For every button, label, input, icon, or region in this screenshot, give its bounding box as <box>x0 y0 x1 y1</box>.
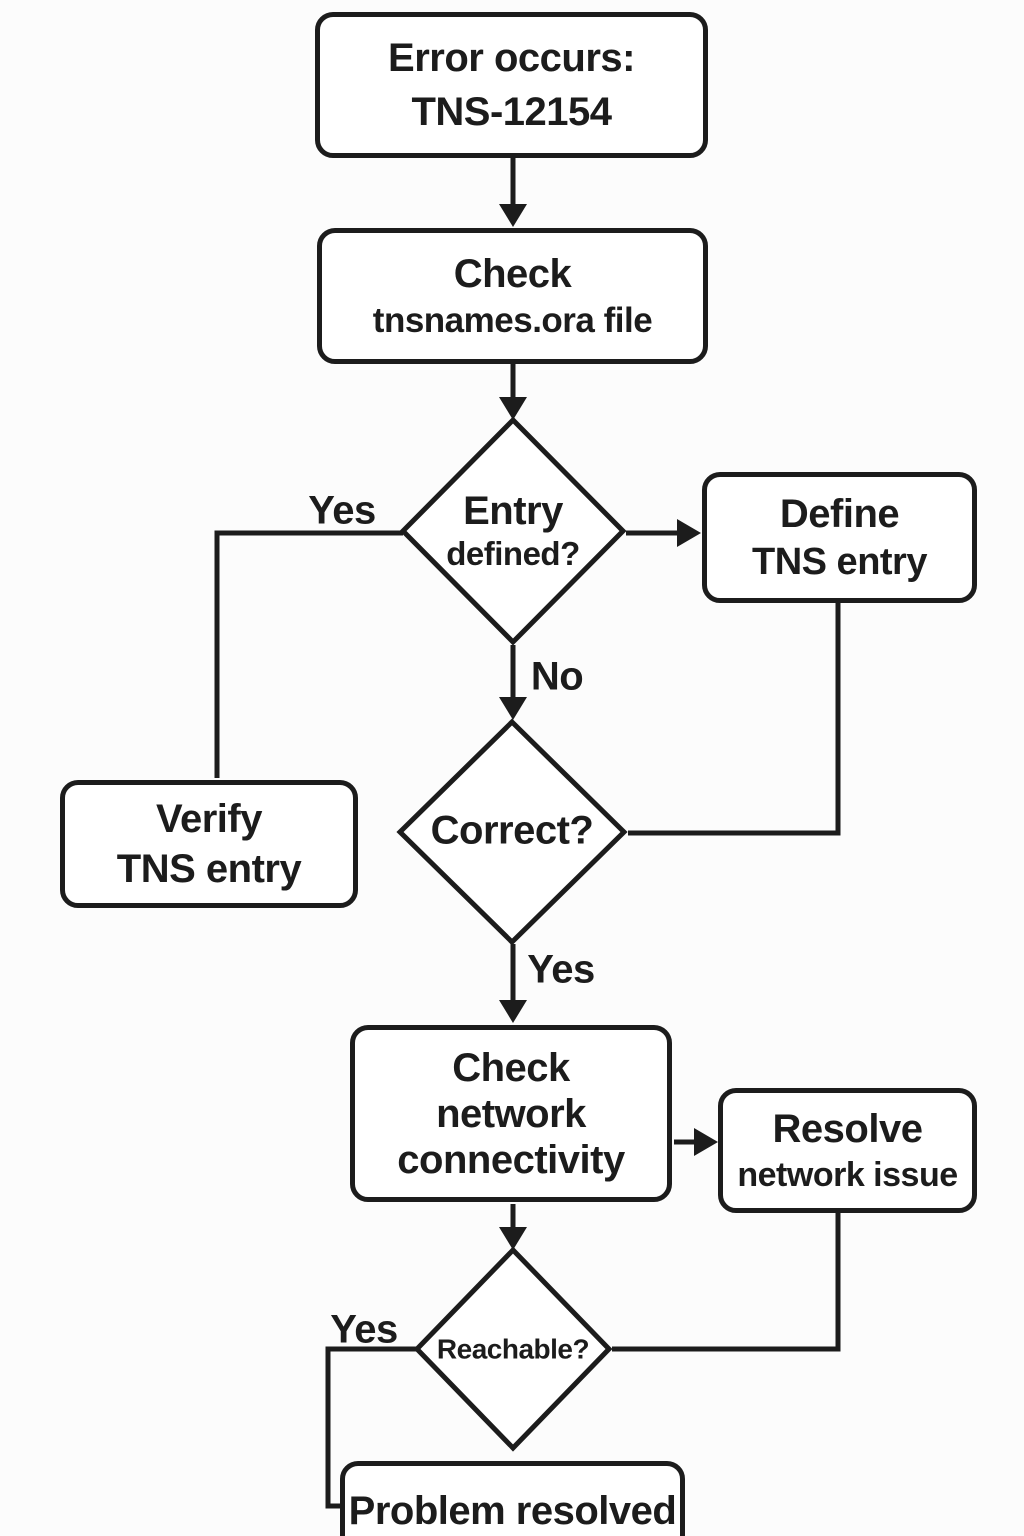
node-verify-tns-entry: Verify TNS entry <box>60 780 358 908</box>
decision-reachable-shape <box>413 1246 613 1452</box>
node-problem-resolved-line1: Problem resolved <box>348 1489 677 1533</box>
node-define-tns-entry: Define TNS entry <box>702 472 977 603</box>
edge-correct-yes-to-checknetwork <box>499 944 527 1023</box>
edge-error-to-check <box>499 157 527 227</box>
node-check-tnsnames-line1: Check <box>453 252 572 297</box>
decision-correct-label: Correct? <box>431 807 594 854</box>
edge-checknetwork-to-reachable <box>499 1204 527 1250</box>
node-error-occurs: Error occurs: TNS-12154 <box>315 12 708 158</box>
node-check-network-line2: network <box>436 1091 586 1136</box>
label-entry-defined-yes: Yes <box>308 488 376 533</box>
decision-entry-line2: defined? <box>446 535 580 573</box>
decision-entry-defined-shape <box>399 416 627 646</box>
decision-correct-line1: Correct? <box>430 808 594 853</box>
decision-entry-line1: Entry <box>463 488 563 533</box>
node-check-network-connectivity: Check network connectivity <box>350 1025 672 1202</box>
edge-resolve-to-reachable <box>612 1213 841 1352</box>
node-resolve-network-line2: network issue <box>737 1156 958 1195</box>
edge-check-to-entry-defined <box>499 363 527 420</box>
decision-correct-shape <box>396 718 628 946</box>
node-resolve-network-line1: Resolve <box>772 1107 923 1152</box>
decision-reachable-line1: Reachable? <box>436 1333 590 1365</box>
node-verify-tns-line2: TNS entry <box>116 847 302 891</box>
node-check-tnsnames: Check tnsnames.ora file <box>317 228 708 364</box>
node-problem-resolved: Problem resolved <box>340 1461 685 1536</box>
edge-entry-yes-to-verify <box>214 530 403 778</box>
label-entry-defined-no: No <box>530 654 584 699</box>
node-check-tnsnames-line2: tnsnames.ora file <box>372 301 653 341</box>
edge-define-to-correct <box>628 603 841 836</box>
node-define-tns-line2: TNS entry <box>752 540 927 583</box>
edge-reachable-yes-to-problem <box>325 1346 417 1509</box>
edge-entry-no-to-correct <box>499 645 527 720</box>
node-verify-tns-line1: Verify <box>156 797 262 841</box>
node-check-network-line3: connectivity <box>397 1137 625 1182</box>
label-reachable-yes: Yes <box>330 1307 398 1352</box>
node-define-tns-line1: Define <box>779 491 900 536</box>
decision-entry-defined-label: Entry defined? <box>446 488 580 574</box>
decision-reachable-label: Reachable? <box>436 1332 590 1365</box>
node-check-network-line1: Check <box>452 1045 570 1090</box>
node-resolve-network-issue: Resolve network issue <box>718 1088 977 1213</box>
edge-checknetwork-to-resolve <box>674 1128 718 1156</box>
label-correct-yes: Yes <box>527 947 595 992</box>
node-error-line1: Error occurs: <box>388 36 635 80</box>
edge-entry-to-define <box>626 519 701 547</box>
node-error-line2: TNS-12154 <box>411 90 612 134</box>
